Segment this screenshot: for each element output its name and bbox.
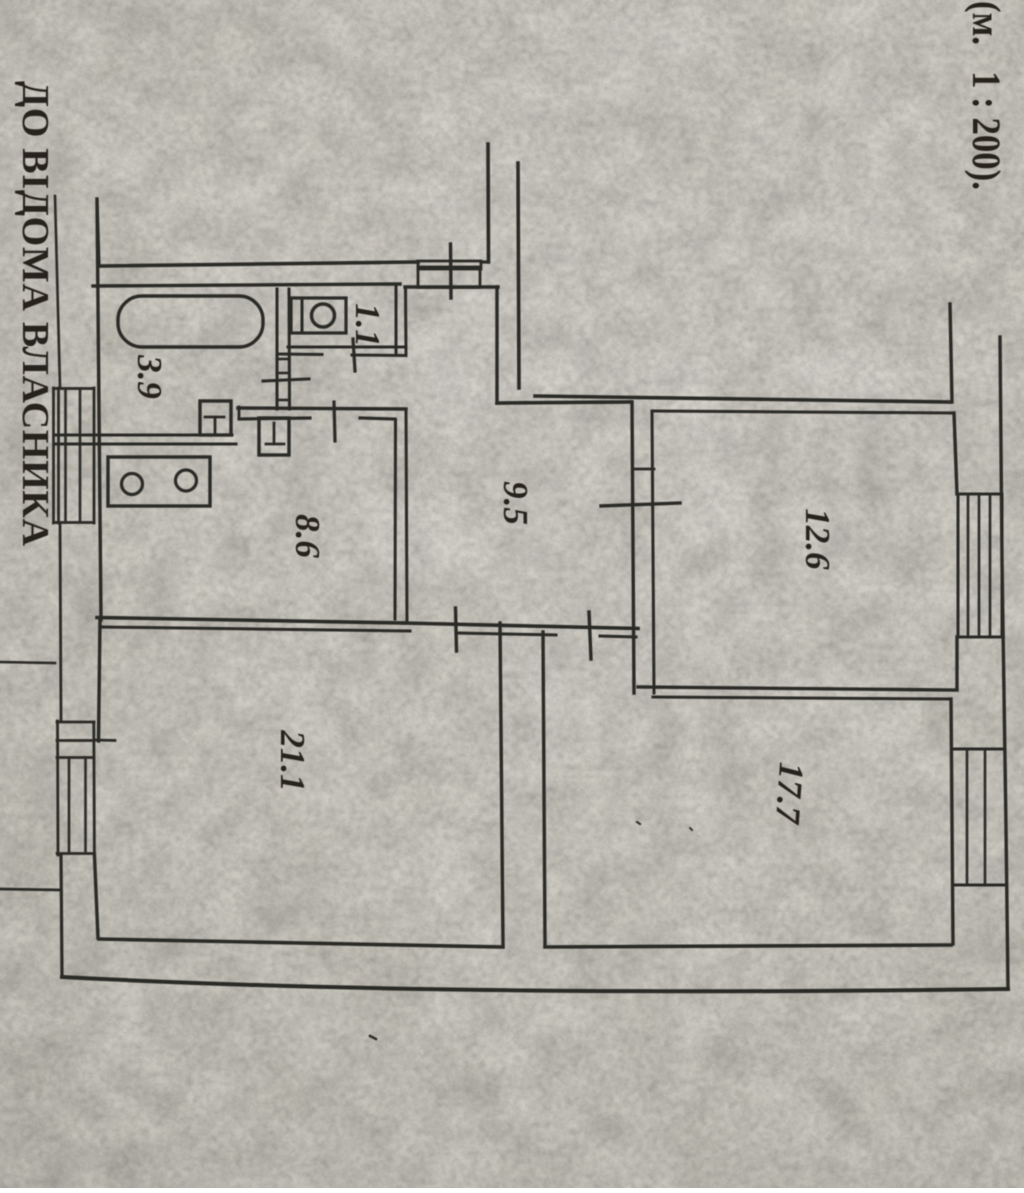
svg-text:9.5: 9.5 bbox=[496, 481, 535, 525]
svg-text:ДО ВІДОМА ВЛАСНИКА: ДО ВІДОМА ВЛАСНИКА bbox=[14, 81, 56, 547]
svg-text:1.1: 1.1 bbox=[348, 303, 387, 347]
svg-text:17.7: 17.7 bbox=[768, 761, 811, 826]
svg-text:12.6: 12.6 bbox=[798, 508, 837, 570]
svg-text:21.1: 21.1 bbox=[273, 729, 312, 791]
svg-text:8.6: 8.6 bbox=[288, 514, 327, 558]
svg-text:3.9: 3.9 bbox=[130, 354, 169, 399]
svg-text:(м. 1 : 200).: (м. 1 : 200). bbox=[963, 1, 1007, 190]
